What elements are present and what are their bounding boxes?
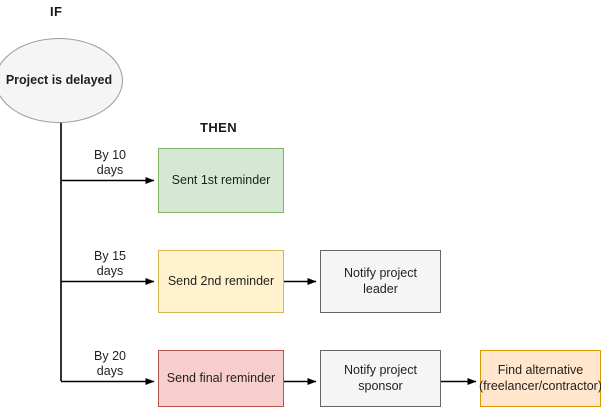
node-notify-project-leader[interactable]: Notify project leader (320, 250, 441, 313)
node-sent-1st-reminder[interactable]: Sent 1st reminder (158, 148, 284, 213)
node-notify-project-sponsor[interactable]: Notify project sponsor (320, 350, 441, 407)
edge-label-by-15-days: By 15 days (94, 249, 126, 279)
node-find-alternative[interactable]: Find alternative (freelancer/contractor) (479, 350, 601, 407)
section-caption-if: IF (50, 4, 63, 19)
edge-label-by-20-days: By 20 days (94, 349, 126, 379)
node-condition-project-delayed[interactable]: Project is delayed (0, 38, 123, 123)
node-send-final-reminder[interactable]: Send final reminder (158, 350, 284, 407)
node-send-2nd-reminder[interactable]: Send 2nd reminder (158, 250, 284, 313)
section-caption-then: THEN (200, 120, 237, 135)
edge-label-by-10-days: By 10 days (94, 148, 126, 178)
